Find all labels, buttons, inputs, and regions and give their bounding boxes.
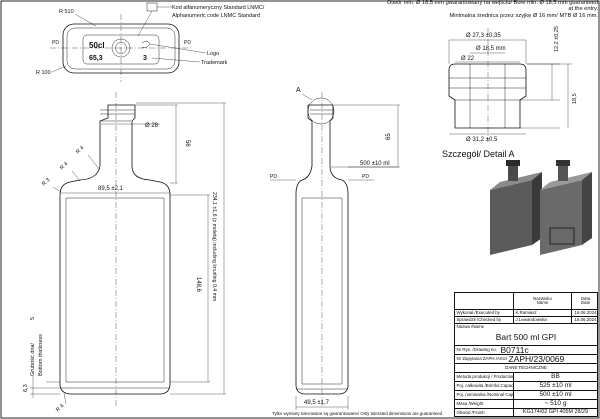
base-height-label: 6,3 bbox=[23, 384, 29, 392]
code-callout-box bbox=[146, 2, 158, 12]
exec-name: K.Ramiasz bbox=[513, 310, 571, 316]
tech-data-label: Poj. nominalna /Nominal Capacity bbox=[456, 391, 514, 397]
emboss-capacity: 50cl bbox=[89, 41, 105, 50]
tech-data-value: 525 ±10 ml bbox=[513, 382, 597, 390]
technical-data-heading: DANE TECHNICZNE bbox=[505, 364, 547, 370]
bore-note: Otwór min. Ø 18,5 mm gwarantowany na wej… bbox=[384, 0, 598, 19]
check-name: J.Lewandowska bbox=[513, 317, 571, 323]
title-block: Nazwisko Name Data Date Wykonał /Execute… bbox=[454, 292, 598, 417]
radius-r4-upper: R 4 bbox=[75, 145, 85, 155]
tech-data-label: Masa /Weight bbox=[456, 400, 484, 406]
front-view-outline bbox=[59, 104, 171, 395]
exec-label: Wykonał /Executed by bbox=[456, 310, 500, 315]
drawing-no-label: Nr Rys. /Drawing no. bbox=[456, 346, 498, 352]
front-view: Ø 28 56 R 4 R 4 R 3 89,5 ±2,1 148,6 234,… bbox=[23, 92, 226, 413]
detail-a-marker bbox=[307, 97, 335, 125]
tech-data-value: BB bbox=[513, 373, 597, 381]
product-name: Bart 500 ml GPI bbox=[495, 332, 557, 343]
detail-a: Ø 27,3 ±0,35 Ø 18,5 mm Ø 22 Ø 31,2 ±0,5 … bbox=[448, 26, 578, 143]
detail-height-2: 18,5 bbox=[572, 93, 578, 104]
radius-r3: R 3 bbox=[41, 177, 51, 187]
drawing-number: B0711c bbox=[500, 346, 529, 354]
bottom-thickness-en: Bottom thickness bbox=[38, 334, 44, 376]
neck-diameter-label: Ø 28 bbox=[145, 123, 159, 129]
bore-note-line-1: Otwór min. Ø 18,5 mm gwarantowany na wej… bbox=[386, 0, 598, 13]
detail-a-finish-outline bbox=[448, 63, 527, 129]
bore-note-line-2: Minimalna średnica przez szyjkę Ø 16 mm/… bbox=[449, 12, 598, 19]
tech-data-label: Metoda produkcji / Production method bbox=[456, 373, 514, 379]
pd-left-side: PD bbox=[270, 174, 277, 180]
emboss-mark: 3 bbox=[143, 55, 147, 62]
logo-label: Logo bbox=[207, 51, 219, 57]
shoulder-width-label: 89,5 ±2,1 bbox=[98, 186, 124, 192]
col-name-header-en: Name bbox=[536, 300, 549, 305]
article-code: ZAPH/23/0069 bbox=[508, 355, 565, 363]
tech-data-row: Obwód /Finish KG174/02 GPI 405M 28/29 bbox=[455, 408, 597, 417]
fill-capacity-label: 500 ±10 ml bbox=[360, 161, 390, 167]
radius-r4-base: R 4 bbox=[55, 403, 65, 413]
tech-data-row: Poj. nominalna /Nominal Capacity500 ±10 … bbox=[455, 390, 597, 399]
detail-dia-ring: Ø 22 bbox=[461, 56, 475, 62]
side-view-outline bbox=[295, 104, 349, 395]
tolerance-footnote: Tylko wymiary tolerowane są gwarantowane… bbox=[272, 411, 443, 416]
code-label-pl: Kod alfanumeryczny Standard LNMC/ bbox=[172, 5, 265, 11]
tech-data-label: Obwód /Finish bbox=[456, 409, 485, 415]
check-date: 16.06.2024 bbox=[571, 317, 599, 323]
bottom-thickness-value: 5 bbox=[30, 317, 36, 320]
top-view: 50cl 65,3 3 R 510 R 100 PD PD Kod alfanu… bbox=[36, 2, 265, 82]
bottom-thickness-pl: Grubość dna/ bbox=[30, 343, 36, 376]
tech-data-value: 500 ±10 ml bbox=[513, 391, 597, 399]
body-height-label: 148,6 bbox=[195, 277, 201, 293]
col-name-header: Nazwisko bbox=[533, 295, 552, 301]
side-view: A 65 500 ±10 ml 49,5 ±1,7 PD PD bbox=[270, 87, 400, 410]
detail-height-1: 12,2 ±0,25 bbox=[554, 26, 560, 52]
col-date-header: Data bbox=[580, 295, 591, 301]
radius-r4-mid: R 4 bbox=[59, 161, 69, 171]
neck-height-label: 56 bbox=[184, 140, 190, 147]
article-code-label: Nr Zapytania ZAPH /Article code bbox=[456, 355, 508, 361]
detail-a-letter: A bbox=[296, 87, 301, 94]
tech-data-row: Masa /Weight ~ 510 g bbox=[455, 399, 597, 408]
code-label-en: Alphanumeric code LNMC Standard bbox=[172, 13, 260, 19]
col-date-header-en: Date bbox=[580, 300, 591, 305]
detail-a-caption: Szczegół/ Detail A bbox=[442, 149, 515, 159]
tech-data-row: Metoda produkcji / Production methodBB bbox=[455, 372, 597, 381]
overall-height-label: 234,1 ±1,6 (z moletą) including knurling… bbox=[211, 192, 217, 301]
tech-data-label: Poj. całkowita /Brimful Capacity bbox=[456, 382, 514, 388]
fill-height-label: 65 bbox=[386, 133, 392, 140]
bottle-render-back bbox=[540, 160, 592, 255]
trademark-label: Trademark bbox=[201, 60, 228, 66]
depth-label: 49,5 ±1,7 bbox=[304, 400, 330, 406]
emboss-code: 65,3 bbox=[89, 55, 103, 62]
exec-date: 16.06.2024 bbox=[571, 310, 599, 316]
name-label: Nazwa /Name bbox=[456, 324, 485, 329]
radius-side-label: R 100 bbox=[36, 70, 51, 76]
top-view-neck-inner bbox=[115, 42, 127, 54]
check-label: Sprawdził /Checked by bbox=[456, 317, 502, 322]
detail-dia-bottom: Ø 31,2 ±0,5 bbox=[466, 137, 498, 143]
bottle-render-front bbox=[490, 160, 542, 255]
tech-data-value: ~ 510 g bbox=[513, 400, 597, 408]
radius-top-label: R 510 bbox=[59, 9, 74, 15]
pd-right-top: PD bbox=[184, 40, 191, 46]
tech-data-value: KG174/02 GPI 405M 28/29 bbox=[513, 409, 597, 417]
detail-dia-bore: Ø 18,5 mm bbox=[476, 46, 506, 52]
logo-symbol bbox=[141, 41, 151, 48]
pd-left-top: PD bbox=[52, 40, 59, 46]
detail-dia-top: Ø 27,3 ±0,35 bbox=[466, 33, 501, 39]
pd-right-side: PD bbox=[362, 174, 369, 180]
